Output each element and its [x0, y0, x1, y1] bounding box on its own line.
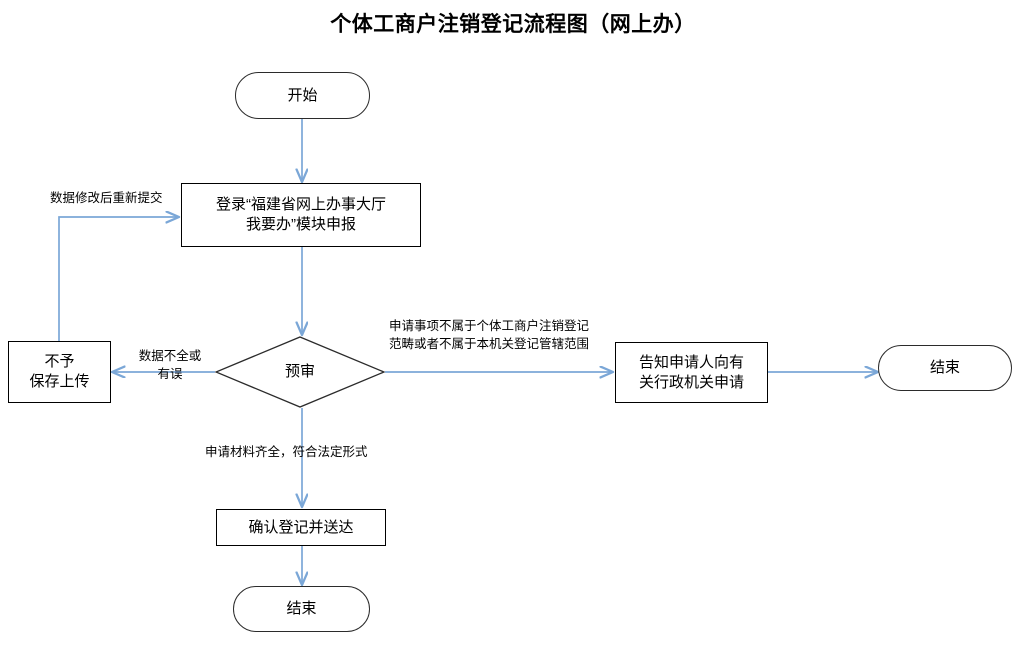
- decision-diamond-shape: [215, 336, 385, 408]
- node-start[interactable]: 开始: [235, 72, 370, 119]
- node-end-bottom-label: 结束: [286, 600, 317, 618]
- node-confirm-register[interactable]: 确认登记并送达: [216, 509, 386, 546]
- node-apply-label: 登录“福建省网上办事大厅 我要办”模块申报: [216, 196, 386, 233]
- node-end-bottom[interactable]: 结束: [233, 586, 370, 632]
- node-not-saved[interactable]: 不予 保存上传: [8, 341, 111, 403]
- page-title: 个体工商户注销登记流程图（网上办）: [330, 12, 696, 36]
- node-apply[interactable]: 登录“福建省网上办事大厅 我要办”模块申报: [181, 183, 421, 247]
- edge-label-out-of-scope: 申请事项不属于个体工商户注销登记 范畴或者不属于本机关登记管辖范围: [389, 319, 590, 352]
- node-review-label: 预审: [284, 363, 315, 381]
- edge-label-resubmit: 数据修改后重新提交: [50, 191, 163, 205]
- node-confirm-register-label: 确认登记并送达: [248, 518, 354, 536]
- edge-not-saved-to-apply: [58, 217, 178, 341]
- node-start-label: 开始: [287, 86, 318, 104]
- node-notify-applicant[interactable]: 告知申请人向有 关行政机关申请: [615, 342, 768, 403]
- node-end-right-label: 结束: [929, 359, 960, 377]
- node-review[interactable]: 预审: [215, 336, 385, 408]
- edge-label-materials-complete: 申请材料齐全，符合法定形式: [205, 445, 368, 459]
- node-notify-applicant-label: 告知申请人向有 关行政机关申请: [638, 353, 744, 391]
- node-not-saved-label: 不予 保存上传: [29, 353, 90, 390]
- node-end-right[interactable]: 结束: [878, 345, 1012, 391]
- edge-label-incomplete-data: 数据不全或 有误: [138, 349, 202, 382]
